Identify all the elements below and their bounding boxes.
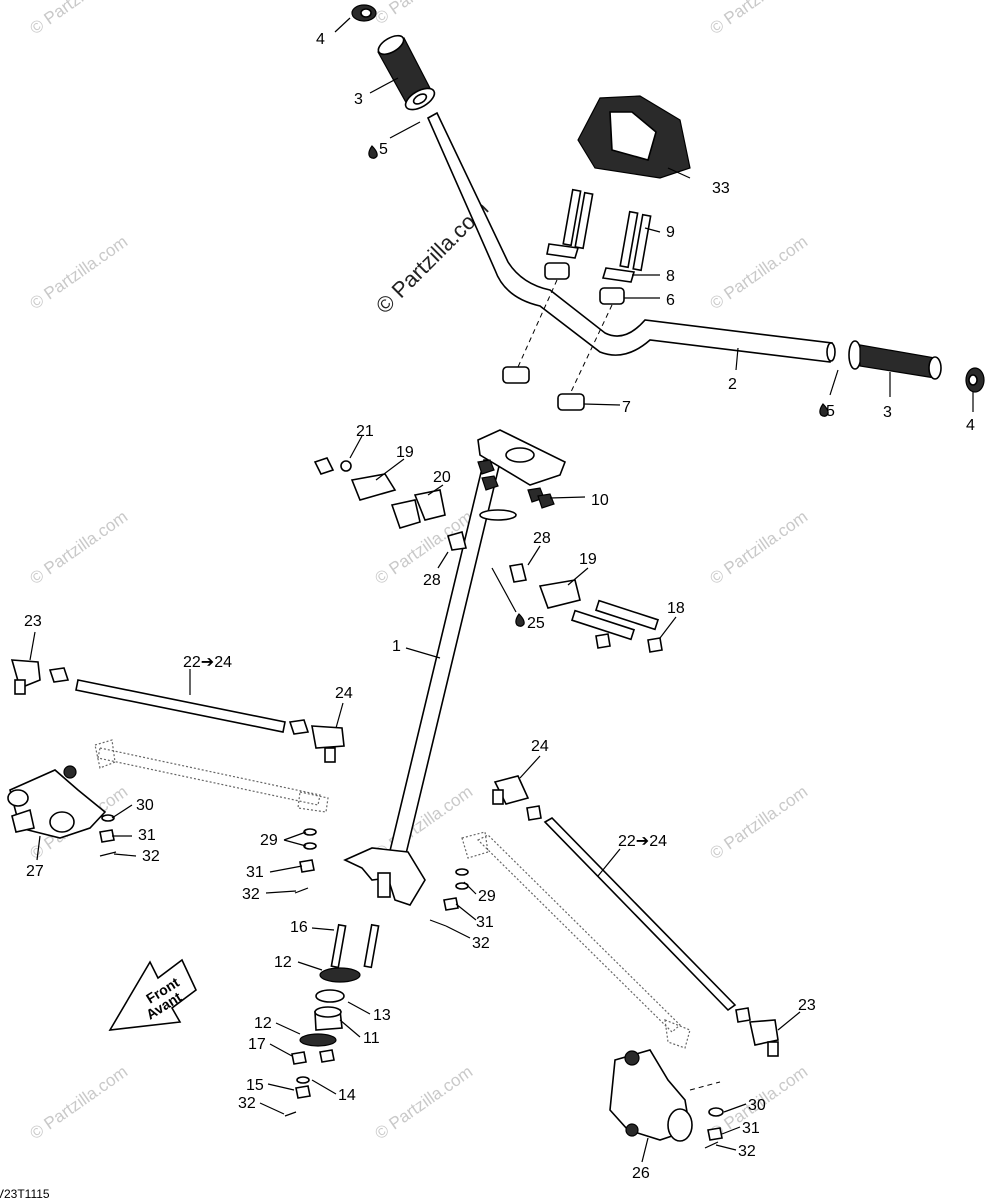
diagram-code: V23T1115 [0,1187,50,1200]
callout-26: 26 [632,1165,650,1182]
callout-28: 28 [533,530,551,547]
callout-32: 32 [142,848,160,865]
callout-18: 18 [667,600,685,617]
callout-32: 32 [738,1143,756,1160]
right-bar-end-plug [965,367,985,393]
callout-labels: 4 3 5 33 9 8 6 2 5 3 4 7 10 21 19 20 28 … [24,31,975,1182]
right-tie-rod [492,775,779,1057]
callout-31: 31 [138,827,156,844]
lower-steering-arm [330,847,426,969]
callout-32: 32 [242,886,260,903]
right-hardware [429,868,724,1149]
upper-right-support [509,563,663,653]
callout-32: 32 [238,1095,256,1112]
watermark: © Partzilla.com [706,782,811,863]
leader-lines [29,17,974,1163]
lubricant-icons [368,145,829,627]
callout-7: 7 [622,399,631,416]
callout-24: 24 [531,738,549,755]
watermark: © Partzilla.com [706,507,811,588]
watermark: © Partzilla.com [26,1062,131,1143]
oil-drop-icon [819,403,829,417]
left-ghost-tie-rod [94,739,329,813]
oil-drop-icon [368,145,378,159]
callout-3: 3 [883,404,892,421]
watermark: © Partzilla.com [371,0,476,28]
callout-13: 13 [373,1007,391,1024]
callout-21: 21 [356,423,374,440]
callout-12: 12 [254,1015,272,1032]
callout-4: 4 [316,31,325,48]
watermark: © Partzilla.com [26,0,131,38]
callout-8: 8 [666,268,675,285]
callout-20: 20 [433,469,451,486]
watermark: © Partzilla.com [371,1062,476,1143]
watermark: © Partzilla.com [706,232,811,313]
callout-5: 5 [826,403,835,420]
callout-12: 12 [274,954,292,971]
callout-22-24: 22➔24 [183,654,232,671]
callout-16: 16 [290,919,308,936]
front-direction-arrow: Front Avant [108,958,197,1031]
callout-31: 31 [742,1120,760,1137]
callout-1: 1 [392,638,401,655]
callout-23: 23 [24,613,42,630]
watermark: © Partzilla.com [26,507,131,588]
callout-15: 15 [246,1077,264,1094]
callout-28: 28 [423,572,441,589]
callout-29: 29 [478,888,496,905]
callout-19: 19 [579,551,597,568]
callout-11: 11 [363,1030,380,1047]
handlebar-cover [577,95,691,179]
column-support-plate [477,429,567,521]
left-tie-rod [10,659,345,763]
left-bar-end-plug [351,4,377,22]
callout-31: 31 [476,914,494,931]
callout-30: 30 [748,1097,766,1114]
callout-31: 31 [246,864,264,881]
callout-14: 14 [338,1087,356,1104]
left-steering-knuckle [7,765,107,839]
callout-6: 6 [666,292,675,309]
callout-27: 27 [26,863,44,880]
left-grip [377,34,436,111]
callout-33: 33 [712,180,730,197]
callout-9: 9 [666,224,675,241]
right-steering-knuckle [609,1049,693,1142]
callout-23: 23 [798,997,816,1014]
callout-3: 3 [354,91,363,108]
callout-4: 4 [966,417,975,434]
callout-29: 29 [260,832,278,849]
callout-19: 19 [396,444,414,461]
callout-32: 32 [472,935,490,952]
upper-left-support [313,457,467,551]
watermark: © Partzilla.com [26,232,131,313]
callout-30: 30 [136,797,154,814]
callout-2: 2 [728,376,737,393]
callout-17: 17 [248,1036,266,1053]
left-hardware [99,814,317,894]
right-ghost-tie-rod [461,831,691,1049]
callout-22-24: 22➔24 [618,833,667,850]
callout-5: 5 [379,141,388,158]
callout-10: 10 [591,492,609,509]
lower-bearing-stack [284,967,361,1117]
callout-25: 25 [527,615,545,632]
handlebar [426,111,836,363]
oil-drop-icon [515,613,525,627]
watermark: © Partzilla.com [706,0,811,38]
callout-24: 24 [335,685,353,702]
right-grip [848,340,942,380]
